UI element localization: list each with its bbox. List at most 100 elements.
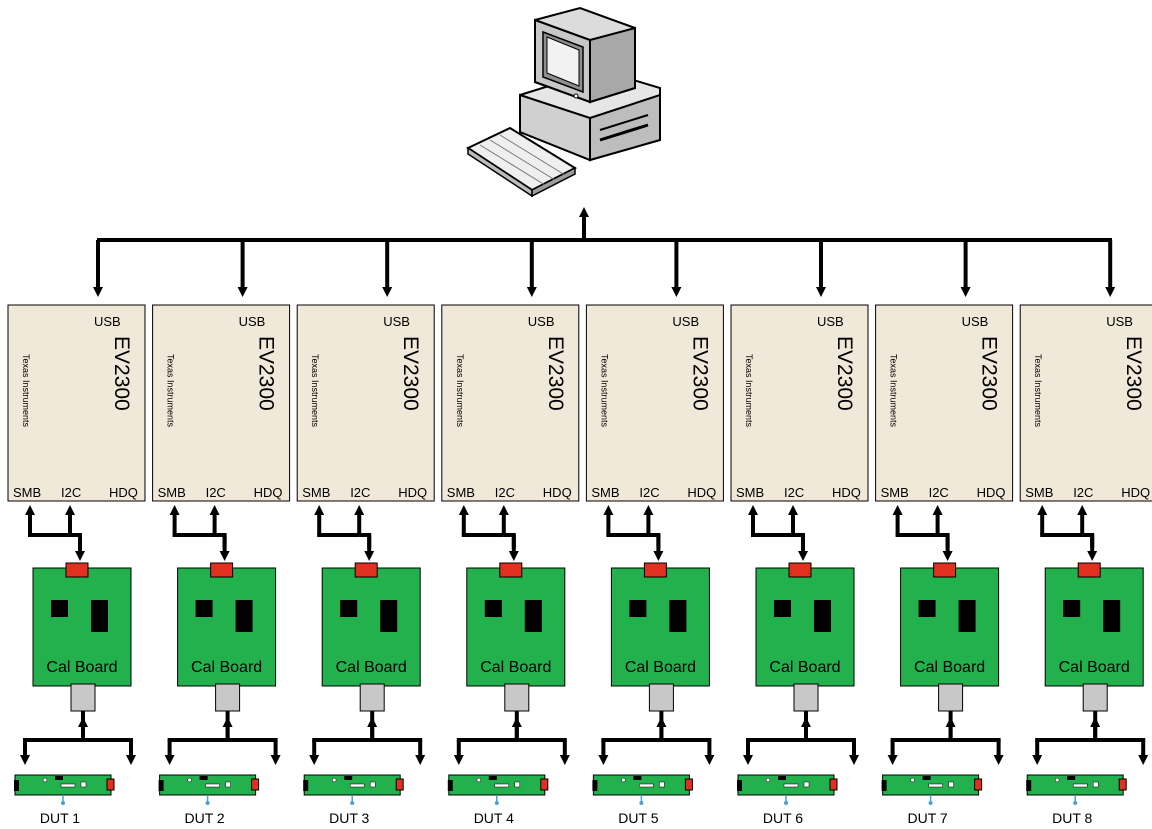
cal-board-red-connector [643,562,667,578]
port-smb-label: SMB [1025,485,1053,500]
vendor-label: Texas Instruments [889,354,899,428]
cal-board-chip [195,600,213,617]
cal-board-label: Cal Board [769,659,840,676]
cal-board: Cal Board [610,562,710,712]
port-hdq-label: HDQ [977,485,1006,500]
dut-probe-tip [784,801,788,805]
dut-chip [55,776,63,780]
port-smb-label: SMB [881,485,909,500]
dut-red-connector [395,778,404,791]
cal-board-chip [669,600,687,632]
dut-chip [488,776,497,780]
port-hdq-label: HDQ [543,485,572,500]
cal-board-label: Cal Board [336,659,407,676]
dut-pad [514,781,521,788]
dut-led [765,777,771,783]
cal-board-pcb [466,567,566,687]
dut-chip [199,776,208,780]
dut-pad [80,781,87,788]
dut-board [303,774,404,805]
vendor-label: Texas Instruments [455,354,465,428]
dut-pins [349,783,365,788]
cal-board-chip [629,600,647,617]
dut-red-connector [974,778,983,791]
dut-pins [783,783,799,788]
usb-label: USB [528,314,555,329]
cal-board-gray-connector [504,683,530,712]
dut-probe-tip [494,801,499,805]
dut-label: DUT 6 [763,810,803,826]
port-smb-label: SMB [13,485,41,500]
ev2300-box [585,304,724,502]
dut-label: DUT 8 [1052,810,1092,826]
dut-probe-tip [1073,801,1078,805]
dut-led [910,777,915,783]
cal-board-gray-connector [215,683,241,712]
port-i2c-label: I2C [350,485,370,500]
vendor-label: Texas Instruments [166,354,176,428]
cal-board: Cal Board [321,562,421,712]
cal-board-chip [958,600,976,632]
cal-board-chip [524,600,542,632]
cal-board-gray-connector [70,683,96,712]
cal-board-pcb [610,567,710,687]
cal-board-red-connector [1077,562,1101,578]
cal-board-chip [774,600,791,617]
ev2300-box [296,304,435,502]
cal-board-red-connector [354,562,378,578]
usb-label: USB [383,314,410,329]
port-smb-label: SMB [736,485,764,500]
port-hdq-label: HDQ [687,485,716,500]
dut-chip [922,776,931,780]
vendor-label: Texas Instruments [599,354,609,428]
cal-board-red-connector [65,562,89,578]
dut-connector [592,780,598,791]
dut-connector [881,780,887,791]
dut-connector [303,780,309,791]
dut-board [14,774,115,805]
ev2300-box [730,304,869,502]
cal-board-red-connector [499,562,523,578]
cal-board-red-connector [933,562,957,578]
cal-board-gray-connector [793,683,819,712]
dut-connector [14,780,19,791]
cal-board-gray-connector [938,683,964,712]
vendor-label: Texas Instruments [310,354,320,428]
ev2300-box [1019,304,1152,502]
dut-pins [205,783,220,788]
dut-board [1026,774,1127,805]
dut-pad [225,781,231,788]
dut-led [187,777,192,783]
dut-probe-tip [205,801,210,805]
cal-board: Cal Board [177,562,277,712]
port-hdq-label: HDQ [398,485,427,500]
ev2300-box [7,304,146,502]
dut-red-connector [540,778,549,791]
port-hdq-label: HDQ [832,485,861,500]
port-hdq-label: HDQ [254,485,283,500]
cal-board: Cal Board [755,562,855,712]
dut-led [476,777,482,783]
vendor-label: Texas Instruments [21,354,31,428]
usb-bus [97,207,1112,242]
model-label: EV2300 [544,336,567,411]
dut-board [158,774,260,805]
usb-label: USB [817,314,844,329]
dut-pins [1072,783,1088,788]
dut-chip [633,776,642,780]
vendor-label: Texas Instruments [744,354,754,428]
port-smb-label: SMB [158,485,186,500]
port-hdq-label: HDQ [109,485,138,500]
ev2300-box [875,304,1014,502]
cal-board-label: Cal Board [46,659,117,676]
desktop-computer-icon [465,6,661,198]
dut-chip [778,776,786,780]
usb-label: USB [1106,314,1133,329]
dut-connector [447,780,453,791]
